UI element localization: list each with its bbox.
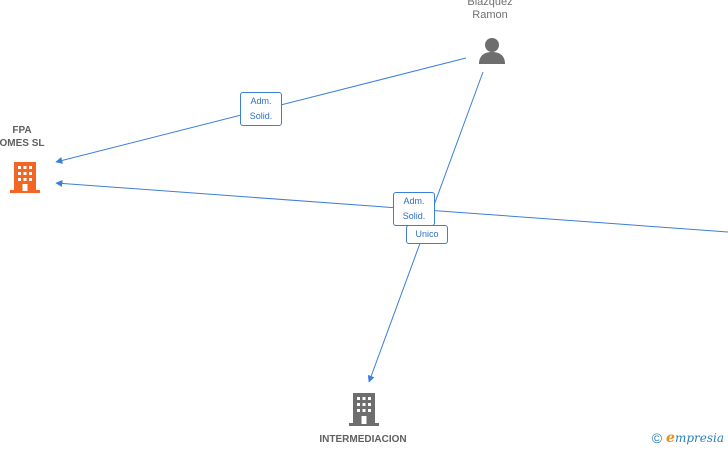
edge-label-adm-solid: Adm. Solid. <box>393 192 435 226</box>
person-name-label[interactable]: Blazquez Ramon <box>467 0 513 21</box>
edge-label-adm-solid: Adm. Solid. <box>240 92 282 126</box>
person-icon[interactable] <box>477 36 507 66</box>
company-intermediacion-label[interactable]: INTERMEDIACION <box>319 434 407 445</box>
building-icon[interactable] <box>348 391 380 427</box>
empresia-watermark: © empresia <box>652 430 724 446</box>
copyright-symbol: © <box>651 430 663 446</box>
edge-label-unico: Unico <box>406 225 448 244</box>
building-icon[interactable] <box>9 160 41 194</box>
company-fpa-label[interactable]: FPA OMES SL <box>0 125 45 149</box>
empresia-logo: empresia <box>666 430 724 446</box>
edge-offscreen-to-fpa <box>55 179 728 233</box>
